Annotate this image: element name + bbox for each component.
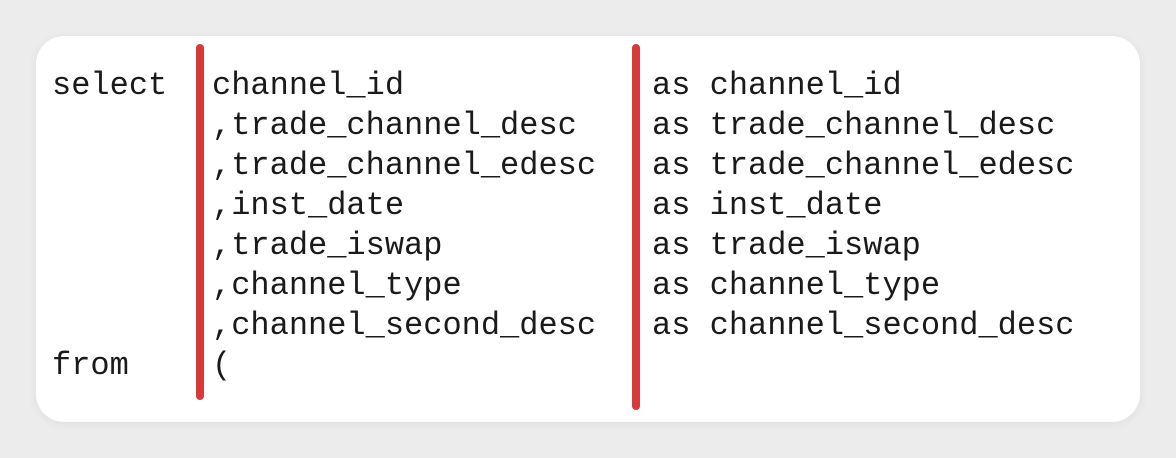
code-snippet-card [36,36,1140,422]
left-red-marker [196,44,204,400]
alias-line: as trade_iswap [652,227,921,264]
alias-line: as inst_date [652,187,883,224]
alias-line: as channel_second_desc [652,307,1075,344]
column-line: ,trade_iswap [212,227,443,264]
column-line: ,inst_date [212,187,405,224]
column-line: ,channel_type [212,267,462,304]
right-red-marker [632,44,640,410]
alias-line: as channel_id [652,67,902,104]
column-line: ,trade_channel_desc [212,107,577,144]
column-line: channel_id [212,67,405,104]
select-keyword: select [52,67,168,104]
alias-line: as channel_type [652,267,941,304]
alias-line: as trade_channel_desc [652,107,1056,144]
from-keyword: from [52,347,129,384]
alias-line: as trade_channel_edesc [652,147,1075,184]
open-paren: ( [212,347,232,384]
column-line: ,trade_channel_edesc [212,147,597,184]
column-line: ,channel_second_desc [212,307,597,344]
